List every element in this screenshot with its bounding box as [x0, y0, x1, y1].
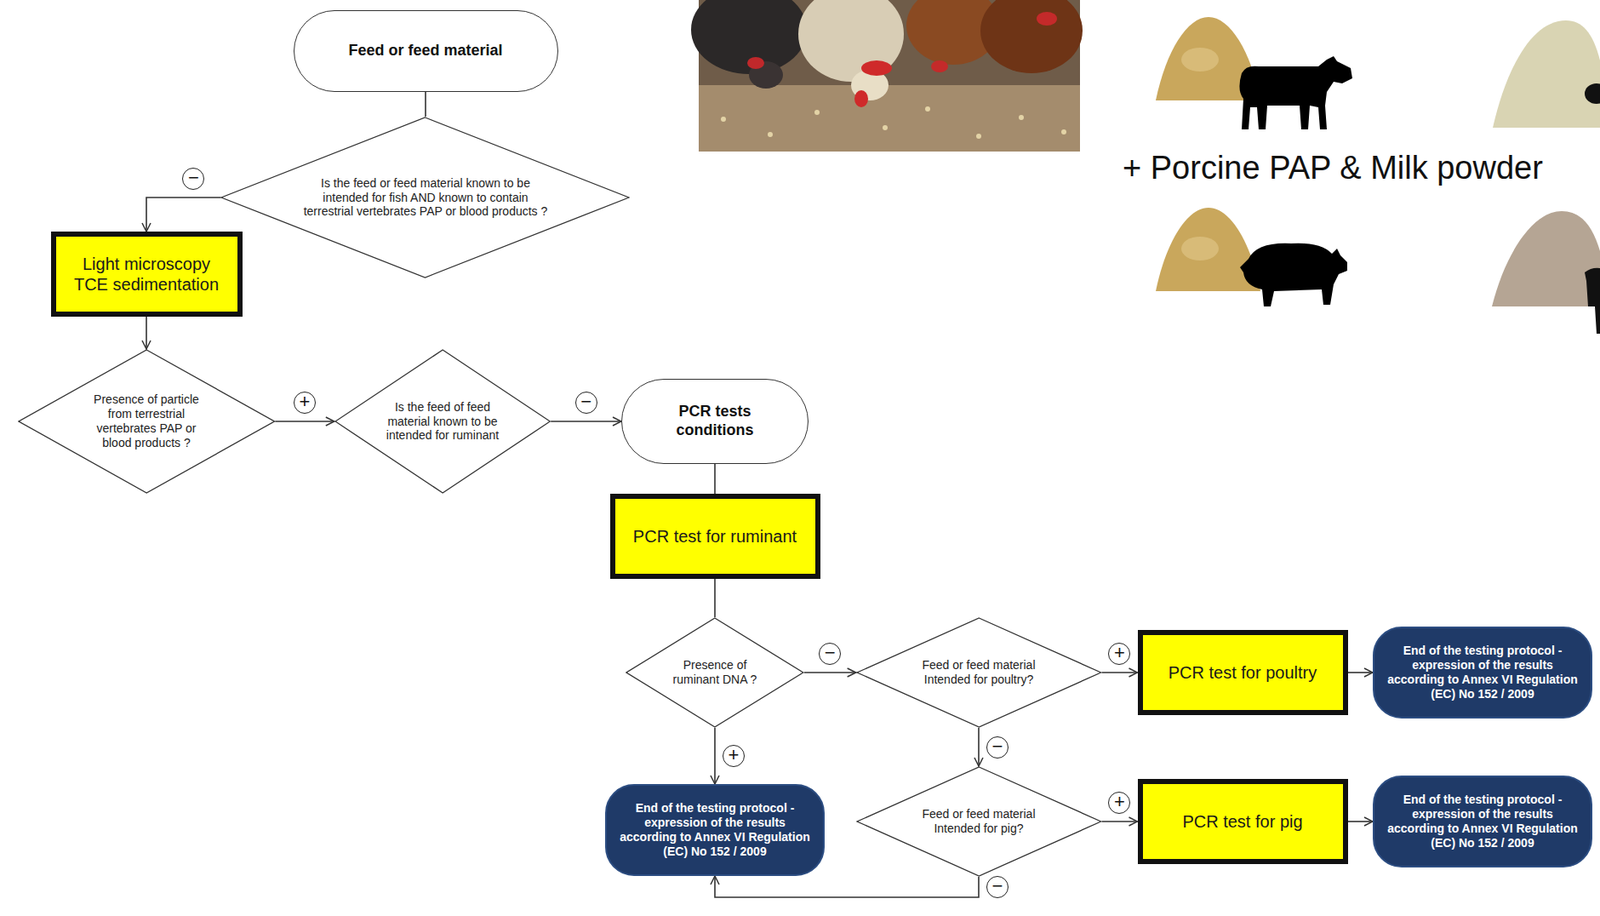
diamond-shape — [221, 117, 629, 278]
decision-diamond: Feed or feed material Intended for pig? — [856, 765, 1103, 877]
powder-pile — [1491, 211, 1600, 307]
powder-pile — [1155, 207, 1261, 292]
terminal-box: PCR tests conditions — [621, 378, 809, 464]
decision-diamond: Feed or feed material Intended for poult… — [856, 617, 1103, 728]
grain — [1061, 129, 1067, 135]
process-box: PCR test for ruminant — [610, 493, 821, 579]
end-terminal: End of the testing protocol - expression… — [605, 783, 825, 876]
grain — [720, 116, 726, 122]
branch-sign: − — [575, 391, 598, 414]
connector — [977, 727, 980, 766]
powder-picture — [1491, 211, 1600, 334]
diamond-shape — [857, 617, 1102, 727]
branch-sign: + — [1108, 791, 1131, 814]
connector — [714, 727, 716, 784]
process-box: PCR test for poultry — [1137, 629, 1349, 715]
terminal-box: Feed or feed material — [293, 10, 559, 92]
photo-ground — [698, 85, 1080, 152]
branch-sign: + — [722, 744, 745, 767]
connector — [714, 578, 716, 618]
porcine-pap-picture — [1155, 207, 1348, 307]
node-text: Presence of particle from terrestrial ve… — [86, 392, 206, 450]
chicken-body — [691, 0, 807, 75]
branch-sign: − — [818, 642, 841, 665]
node-text: Feed or feed material Intended for poult… — [908, 657, 1049, 687]
chicken-body — [798, 0, 904, 82]
node-text: PCR test for poultry — [1151, 662, 1335, 683]
connector — [1101, 671, 1138, 674]
grain — [882, 125, 888, 131]
node-text: End of the testing protocol - expression… — [618, 800, 812, 858]
animal-silhouette — [1584, 83, 1600, 104]
node-text: PCR test for pig — [1151, 811, 1335, 832]
connector — [1348, 820, 1374, 823]
decision-diamond: Presence of ruminant DNA ? — [625, 617, 805, 728]
chicken-photo — [691, 0, 1083, 152]
connector — [1348, 671, 1374, 674]
chicken-comb — [861, 60, 892, 76]
connector — [274, 420, 335, 423]
chicken-comb — [1036, 11, 1058, 26]
connector — [714, 875, 979, 898]
powder-highlight — [1181, 47, 1219, 72]
animal-silhouette — [1584, 268, 1600, 334]
connector — [424, 91, 427, 117]
decision-diamond: Presence of particle from terrestrial ve… — [17, 348, 275, 494]
powder-pile — [1492, 20, 1600, 128]
end-terminal: End of the testing protocol - expression… — [1372, 775, 1593, 868]
connector — [804, 671, 857, 674]
chicken-comb — [931, 60, 949, 73]
pig-silhouette — [1240, 243, 1348, 307]
chicken-body — [980, 0, 1083, 74]
connector — [145, 316, 148, 349]
branch-sign: + — [293, 391, 316, 414]
node-text: End of the testing protocol - expression… — [1386, 643, 1579, 701]
process-box: Light microscopy TCE sedimentation — [51, 231, 243, 317]
bovine-pap-picture — [1155, 17, 1353, 130]
branch-sign: − — [986, 875, 1009, 898]
node-text: Is the feed of feed material known to be… — [382, 400, 503, 443]
connector — [714, 463, 716, 494]
grain — [767, 131, 773, 138]
node-text: End of the testing protocol - expression… — [1386, 792, 1579, 850]
node-text: Is the feed or feed material known to be… — [297, 176, 554, 219]
chicken-wattle — [854, 90, 869, 108]
node-text: PCR test for ruminant — [623, 525, 807, 547]
grain — [925, 106, 931, 112]
powder-highlight — [1181, 236, 1219, 261]
connector — [550, 420, 622, 423]
grain — [1018, 114, 1024, 120]
diamond-shape — [857, 766, 1102, 876]
decision-diamond: Is the feed of feed material known to be… — [334, 348, 551, 494]
branch-sign: + — [1108, 642, 1131, 665]
node-text: Presence of ruminant DNA ? — [665, 657, 764, 687]
grain — [814, 109, 820, 115]
node-text: PCR tests conditions — [659, 402, 771, 440]
connector — [146, 197, 221, 232]
picture-caption: + Porcine PAP & Milk powder — [1122, 149, 1543, 187]
grain — [976, 133, 982, 139]
branch-sign: − — [986, 736, 1009, 759]
process-box: PCR test for pig — [1137, 778, 1349, 864]
end-terminal: End of the testing protocol - expression… — [1372, 626, 1593, 719]
diamond-shape — [18, 349, 275, 493]
milk-powder-picture — [1492, 20, 1600, 128]
cow-silhouette — [1239, 56, 1353, 130]
chicken-comb — [747, 57, 765, 69]
node-text: Feed or feed material Intended for pig? — [908, 806, 1049, 836]
decision-diamond: Is the feed or feed material known to be… — [220, 116, 630, 279]
node-text: Light microscopy TCE sedimentation — [65, 253, 228, 295]
connector — [1101, 820, 1138, 823]
branch-sign: − — [182, 167, 205, 190]
diamond-shape — [626, 617, 804, 727]
diamond-shape — [335, 349, 550, 493]
node-text: Feed or feed material — [331, 41, 520, 61]
